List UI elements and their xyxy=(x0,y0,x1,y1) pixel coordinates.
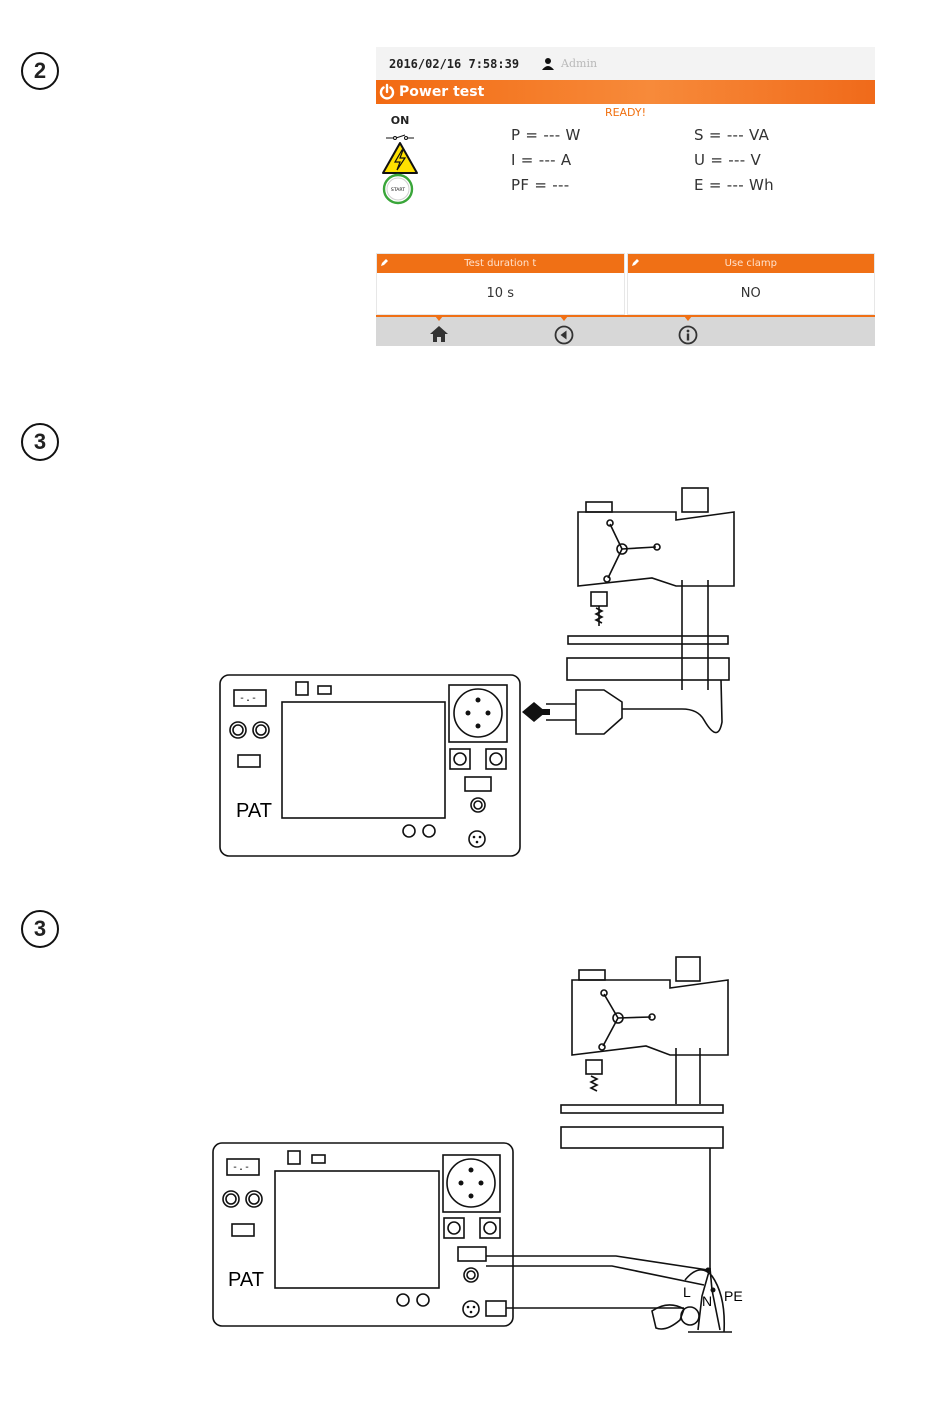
device-label: PAT xyxy=(228,1269,264,1291)
wire-label-l: L xyxy=(683,1284,691,1300)
wire-label-pe: PE xyxy=(724,1288,743,1304)
svg-text:-.-: -.- xyxy=(232,1162,250,1173)
wire-label-n: N xyxy=(702,1293,712,1309)
